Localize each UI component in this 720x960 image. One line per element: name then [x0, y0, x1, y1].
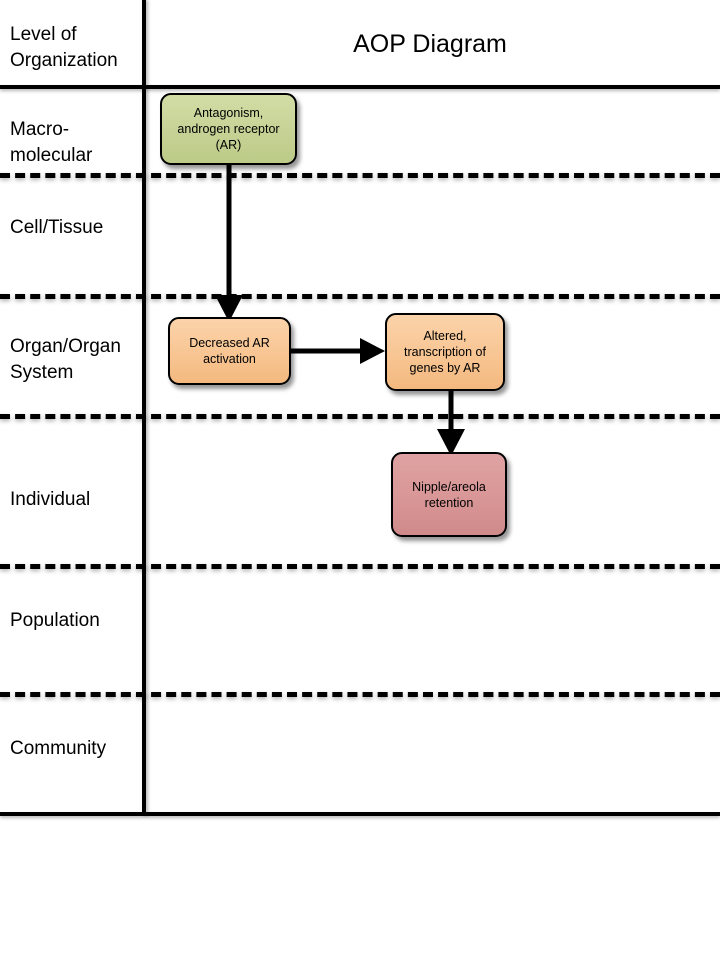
grid-line-cell-tissue [0, 294, 720, 299]
grid-line-header-bottom [0, 85, 720, 89]
level-label-macro-molecular: Macro- molecular [10, 119, 93, 166]
arrow-mie-to-decreased-ar-activation [212, 155, 246, 325]
grid-line-bottom-border [0, 812, 720, 816]
node-nipple-areola-retention[interactable]: Nipple/areola retention [391, 452, 507, 537]
header-left-label: Level of Organization [10, 24, 118, 71]
arrow-altered-transcription-to-nipple-areola-retention [434, 390, 468, 460]
level-label-individual: Individual [10, 489, 91, 510]
node-altered-transcription-of-genes-by-ar[interactable]: Altered, transcription of genes by AR [385, 313, 505, 391]
node-decreased-ar-activation[interactable]: Decreased AR activation [168, 317, 291, 385]
arrow-decreased-ar-to-altered-transcription [288, 336, 390, 366]
level-label-organ-organ-system: Organ/Organ System [10, 336, 121, 383]
grid-line-population [0, 692, 720, 697]
grid-line-individual [0, 564, 720, 569]
grid-line-organ-system [0, 414, 720, 419]
level-label-population: Population [10, 610, 100, 631]
level-label-cell-tissue: Cell/Tissue [10, 217, 104, 238]
grid-line-column-divider [142, 0, 146, 816]
node-antagonism-androgen-receptor[interactable]: Antagonism, androgen receptor (AR) [160, 93, 297, 165]
grid-line-macromolecular [0, 173, 720, 178]
level-label-community: Community [10, 738, 107, 759]
page-title: AOP Diagram [353, 30, 507, 58]
